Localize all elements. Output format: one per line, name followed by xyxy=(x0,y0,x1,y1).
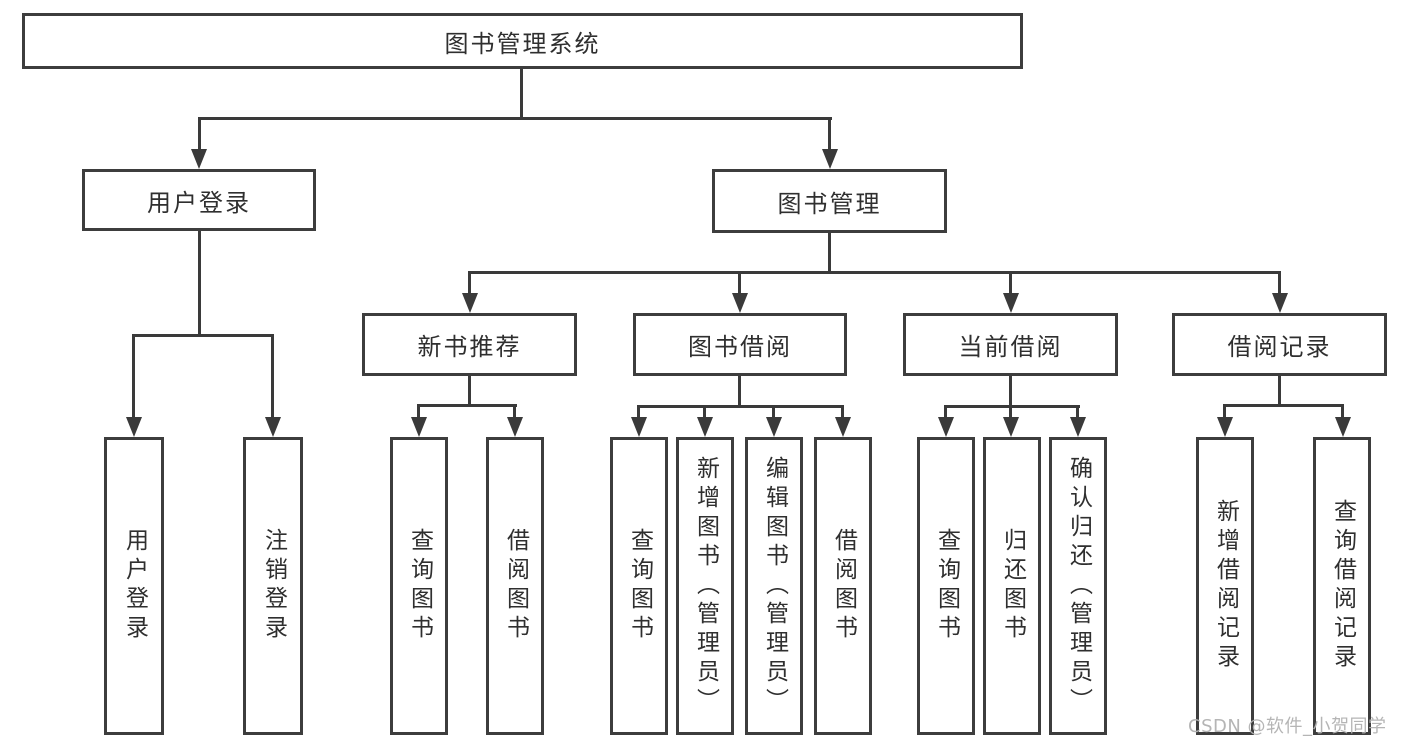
edge-level3-bar xyxy=(468,271,1281,274)
edge-borrow-record-bar xyxy=(1223,404,1344,407)
node-borrowing-records: 借阅记录 xyxy=(1172,313,1387,376)
edge-leaf-drop xyxy=(1076,407,1079,418)
arrow-down-icon xyxy=(938,417,954,437)
arrow-down-icon xyxy=(1217,417,1233,437)
arrow-down-icon xyxy=(697,417,713,437)
edge-user-login-stem xyxy=(198,231,201,336)
arrow-down-icon xyxy=(462,293,478,313)
edge-to-book-management xyxy=(828,119,831,151)
arrow-down-icon xyxy=(191,149,207,169)
edge-leaf-drop xyxy=(513,406,516,418)
arrow-down-icon xyxy=(1003,293,1019,313)
edge-root-stem xyxy=(520,69,523,119)
edge-leaf-drop xyxy=(944,407,947,418)
edge-to-book-borrow xyxy=(738,273,741,295)
leaf-logout: 注销登录 xyxy=(243,437,303,735)
arrow-down-icon xyxy=(411,417,427,437)
leaf-query-borrow-record: 查询借阅记录 xyxy=(1313,437,1371,735)
arrow-down-icon xyxy=(822,149,838,169)
edge-to-current-borrow xyxy=(1009,273,1012,295)
leaf-add-borrow-record: 新增借阅记录 xyxy=(1196,437,1254,735)
leaf-add-books-admin: 新增图书（管理员） xyxy=(676,437,734,735)
edge-leaf-drop xyxy=(703,407,706,418)
arrow-down-icon xyxy=(1272,293,1288,313)
edge-leaf-drop xyxy=(772,407,775,418)
arrow-down-icon xyxy=(766,417,782,437)
leaf-confirm-return-admin: 确认归还（管理员） xyxy=(1049,437,1107,735)
leaf-user-login: 用户登录 xyxy=(104,437,164,735)
edge-new-book-stem xyxy=(468,376,471,406)
arrow-down-icon xyxy=(126,417,142,437)
node-book-borrowing: 图书借阅 xyxy=(633,313,847,376)
edge-current-borrow-stem xyxy=(1009,376,1012,407)
arrow-down-icon xyxy=(507,417,523,437)
edge-to-new-book xyxy=(468,273,471,295)
node-new-book-recommendation: 新书推荐 xyxy=(362,313,577,376)
edge-leaf-drop xyxy=(637,407,640,418)
edge-borrow-record-stem xyxy=(1278,376,1281,406)
edge-level2-bar xyxy=(198,117,832,120)
edge-book-borrow-stem xyxy=(738,376,741,407)
leaf-borrow-books: 借阅图书 xyxy=(814,437,872,735)
edge-to-borrow-record xyxy=(1278,273,1281,295)
watermark: CSDN @软件_小贺同学 xyxy=(1188,716,1387,737)
edge-user-login-bar xyxy=(132,334,274,337)
leaf-borrow-books-recommend: 借阅图书 xyxy=(486,437,544,735)
node-current-borrowing: 当前借阅 xyxy=(903,313,1118,376)
arrow-down-icon xyxy=(732,293,748,313)
leaf-query-books-current: 查询图书 xyxy=(917,437,975,735)
edge-new-book-bar xyxy=(417,404,517,407)
node-library-management-system: 图书管理系统 xyxy=(22,13,1023,69)
leaf-edit-books-admin: 编辑图书（管理员） xyxy=(745,437,803,735)
edge-leaf-drop xyxy=(841,407,844,418)
edge-leaf-drop xyxy=(417,406,420,418)
edge-to-user-login xyxy=(198,119,201,151)
edge-to-leaf-user-login xyxy=(132,336,135,418)
edge-leaf-drop xyxy=(1009,407,1012,418)
arrow-down-icon xyxy=(265,417,281,437)
edge-leaf-drop xyxy=(1223,406,1226,418)
edge-book-management-stem xyxy=(828,233,831,273)
edge-current-borrow-bar xyxy=(944,405,1080,408)
arrow-down-icon xyxy=(1003,417,1019,437)
arrow-down-icon xyxy=(1070,417,1086,437)
edge-to-leaf-logout xyxy=(271,336,274,418)
leaf-return-books: 归还图书 xyxy=(983,437,1041,735)
arrow-down-icon xyxy=(835,417,851,437)
edge-book-borrow-bar xyxy=(637,405,844,408)
arrow-down-icon xyxy=(1335,417,1351,437)
arrow-down-icon xyxy=(631,417,647,437)
node-user-login: 用户登录 xyxy=(82,169,316,231)
edge-leaf-drop xyxy=(1341,406,1344,418)
leaf-query-books-recommend: 查询图书 xyxy=(390,437,448,735)
node-book-management: 图书管理 xyxy=(712,169,947,233)
leaf-query-books-borrow: 查询图书 xyxy=(610,437,668,735)
